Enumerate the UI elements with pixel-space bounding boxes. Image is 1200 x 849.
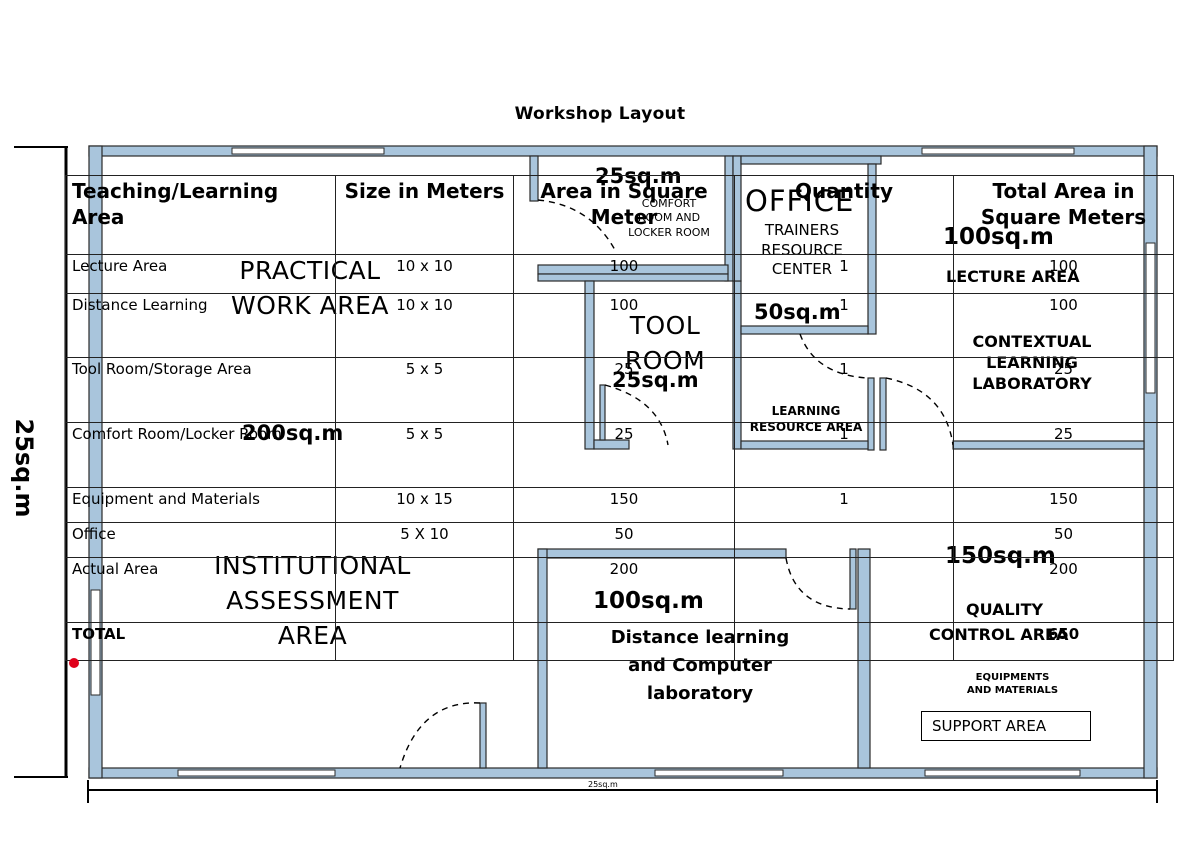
table-row: Distance Learning 10 x 10 100 1 100 <box>65 293 1174 358</box>
table-cell: 1 <box>734 293 954 358</box>
table-row: Equipment and Materials 10 x 15 150 1 15… <box>65 487 1174 523</box>
window-bottom-2 <box>654 769 784 777</box>
table-cell: TOTAL <box>65 622 336 661</box>
page-title: Workshop Layout <box>514 104 686 124</box>
table-cell: Tool Room/Storage Area <box>65 357 336 423</box>
table-cell: 100 <box>953 293 1174 358</box>
table-cell: 25 <box>953 422 1174 488</box>
equipment-line-3: EQUIPMENTS <box>975 672 1050 683</box>
table-cell <box>335 557 514 623</box>
table-cell: Distance Learning <box>65 293 336 358</box>
table-cell: 150 <box>953 487 1174 523</box>
table-total-row: TOTAL 650 <box>65 622 1174 661</box>
table-row: Office 5 X 10 50 50 <box>65 522 1174 558</box>
equipments-materials-label: EQUIPMENTS AND MATERIALS <box>955 671 1070 697</box>
table-cell: 1 <box>734 254 954 294</box>
table-cell <box>513 622 735 661</box>
table-cell: 1 <box>734 422 954 488</box>
window-bottom-3 <box>924 769 1081 777</box>
table-cell: 200 <box>513 557 735 623</box>
table-cell <box>734 622 954 661</box>
table-header-area: Teaching/Learning Area <box>65 175 336 255</box>
table-row: Comfort Room/Locker Room 5 x 5 25 1 25 <box>65 422 1174 488</box>
bottom-dimension-label: 25sq.m <box>588 780 618 789</box>
table-header-row: Teaching/Learning Area Size in Meters Ar… <box>65 175 1174 255</box>
table-header-sqm: Area in Square Meter <box>513 175 735 255</box>
wall-practical-door-jamb <box>479 702 487 769</box>
table-cell: 100 <box>513 254 735 294</box>
wall-office-top <box>740 155 882 165</box>
table-cell: 5 x 5 <box>335 357 514 423</box>
distance-line-3: laboratory <box>646 682 754 704</box>
table-cell <box>335 622 514 661</box>
table-cell: Lecture Area <box>65 254 336 294</box>
table-cell: 10 x 10 <box>335 293 514 358</box>
table-cell <box>734 522 954 558</box>
table-cell: 1 <box>734 357 954 423</box>
area-table: Teaching/Learning Area Size in Meters Ar… <box>65 175 1174 661</box>
table-cell: 1 <box>734 487 954 523</box>
table-cell: 5 x 5 <box>335 422 514 488</box>
door-swing-practical <box>399 702 481 769</box>
table-row: Actual Area 200 200 <box>65 557 1174 623</box>
table-cell: 10 x 15 <box>335 487 514 523</box>
table-cell: 50 <box>953 522 1174 558</box>
table-cell: 25 <box>513 357 735 423</box>
table-header-quantity: Quantity <box>734 175 954 255</box>
window-top-1 <box>231 147 385 155</box>
table-cell: 150 <box>513 487 735 523</box>
table-cell: 25 <box>513 422 735 488</box>
support-area-box: SUPPORT AREA <box>921 711 1091 741</box>
table-cell: Actual Area <box>65 557 336 623</box>
side-dimension-label: 25sq.m <box>10 418 38 518</box>
table-row: Tool Room/Storage Area 5 x 5 25 1 25 <box>65 357 1174 423</box>
table-cell: 650 <box>953 622 1174 661</box>
table-cell: 5 X 10 <box>335 522 514 558</box>
table-cell: 25 <box>953 357 1174 423</box>
table-cell: Comfort Room/Locker Room <box>65 422 336 488</box>
table-cell: 100 <box>953 254 1174 294</box>
table-row: Lecture Area 10 x 10 100 1 100 <box>65 254 1174 294</box>
table-cell: Office <box>65 522 336 558</box>
window-top-2 <box>921 147 1075 155</box>
table-cell: Equipment and Materials <box>65 487 336 523</box>
equipment-line-4: AND MATERIALS <box>966 685 1059 696</box>
table-header-size: Size in Meters <box>335 175 514 255</box>
table-cell: 200 <box>953 557 1174 623</box>
window-bottom-1 <box>177 769 336 777</box>
table-cell: 100 <box>513 293 735 358</box>
table-cell <box>734 557 954 623</box>
marker-dot <box>69 658 79 668</box>
table-cell: 50 <box>513 522 735 558</box>
table-cell: 10 x 10 <box>335 254 514 294</box>
table-header-total: Total Area in Square Meters <box>953 175 1174 255</box>
